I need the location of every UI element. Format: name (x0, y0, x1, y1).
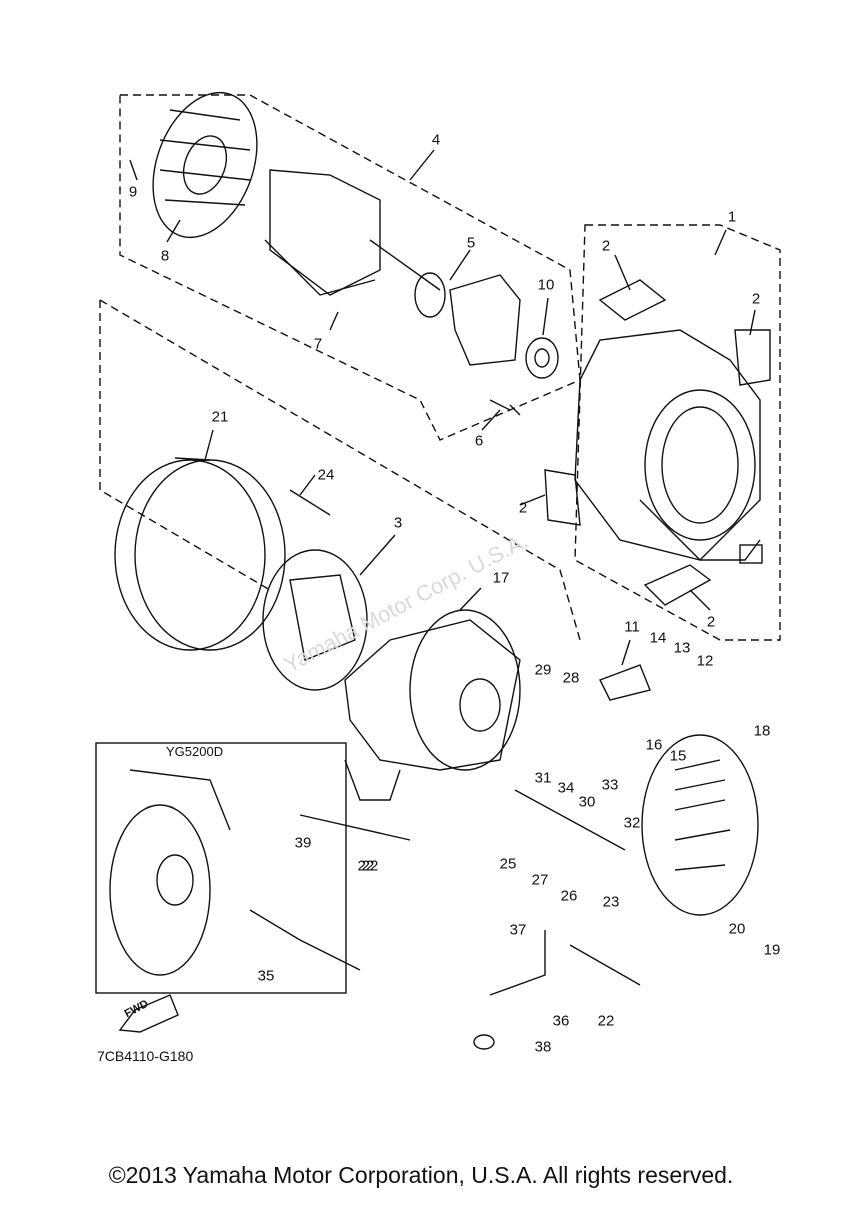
bracket-11 (599, 664, 651, 701)
cover-18 (641, 734, 759, 916)
wire-36 (489, 930, 546, 996)
stator-core (414, 272, 521, 366)
callout-3: 3 (393, 514, 403, 532)
callout-24: 24 (317, 466, 335, 484)
pad-2c (544, 469, 581, 526)
bolt-22b (299, 814, 411, 841)
callout-18: 18 (753, 722, 771, 740)
callout-22: 22 (597, 1012, 615, 1030)
rotor-assembly (264, 169, 441, 296)
callout-35: 35 (257, 967, 275, 985)
callout-15: 15 (669, 747, 687, 765)
callout-7: 7 (313, 335, 323, 353)
callout-20: 20 (728, 920, 746, 938)
callout-39: 39 (294, 834, 312, 852)
callout-9: 9 (128, 183, 138, 201)
bolt-24 (289, 489, 331, 516)
pad-2d (643, 564, 712, 606)
callout-36: 36 (552, 1012, 570, 1030)
callout-19: 19 (763, 941, 781, 959)
bearing (525, 337, 559, 379)
inset-box (95, 742, 347, 994)
callout-32: 32 (623, 814, 641, 832)
callout-10: 10 (537, 276, 555, 294)
inset-drawing (109, 769, 361, 976)
callout-38: 38 (534, 1038, 552, 1056)
fwd-arrow (118, 994, 179, 1033)
callout-29: 29 (534, 661, 552, 679)
bolt-6 (489, 399, 521, 416)
housing-17 (344, 609, 521, 801)
callout-33: 33 (601, 776, 619, 794)
callout-12: 12 (696, 652, 714, 670)
model-label: YG5200D (166, 744, 224, 759)
rotor-3 (262, 549, 368, 691)
band-21 (114, 457, 286, 651)
bolt-22 (569, 944, 641, 986)
callout-2: 2 (751, 290, 761, 308)
callout-1: 1 (727, 208, 737, 226)
callout-27: 27 (531, 871, 549, 889)
callout-2: 2 (601, 237, 611, 255)
callout-17: 17 (492, 569, 510, 587)
callout-31: 31 (534, 769, 552, 787)
callout-37: 37 (509, 921, 527, 939)
callout-2: 2 (706, 613, 716, 631)
dashed-group-1 (574, 224, 781, 641)
callout-6: 6 (474, 432, 484, 450)
fan-rotor (152, 91, 258, 239)
callout-2: 2 (518, 499, 528, 517)
callout-26: 26 (560, 887, 578, 905)
pad-2b (734, 329, 771, 386)
callout-22: 22 (357, 857, 375, 875)
callout-16: 16 (645, 736, 663, 754)
copyright-notice: ©2013 Yamaha Motor Corporation, U.S.A. A… (108, 1162, 734, 1188)
callout-30: 30 (578, 793, 596, 811)
callout-5: 5 (466, 234, 476, 252)
drawing-code: 7CB4110-G180 (97, 1048, 194, 1064)
callout-8: 8 (160, 247, 170, 265)
callout-23: 23 (602, 893, 620, 911)
callout-21: 21 (211, 408, 229, 426)
callout-22: 22 (361, 857, 379, 875)
bolt-23 (514, 789, 626, 851)
callout-4: 4 (431, 131, 441, 149)
stator-housing (574, 329, 763, 564)
dashed-group-4 (119, 94, 581, 441)
nut-38 (473, 1034, 495, 1050)
callout-28: 28 (562, 669, 580, 687)
callout-34: 34 (557, 779, 575, 797)
callout-25: 25 (499, 855, 517, 873)
callout-11: 11 (624, 618, 640, 636)
callout-13: 13 (673, 639, 691, 657)
dashed-outline (99, 299, 581, 641)
callout-14: 14 (649, 629, 667, 647)
pad-2a (598, 279, 667, 321)
